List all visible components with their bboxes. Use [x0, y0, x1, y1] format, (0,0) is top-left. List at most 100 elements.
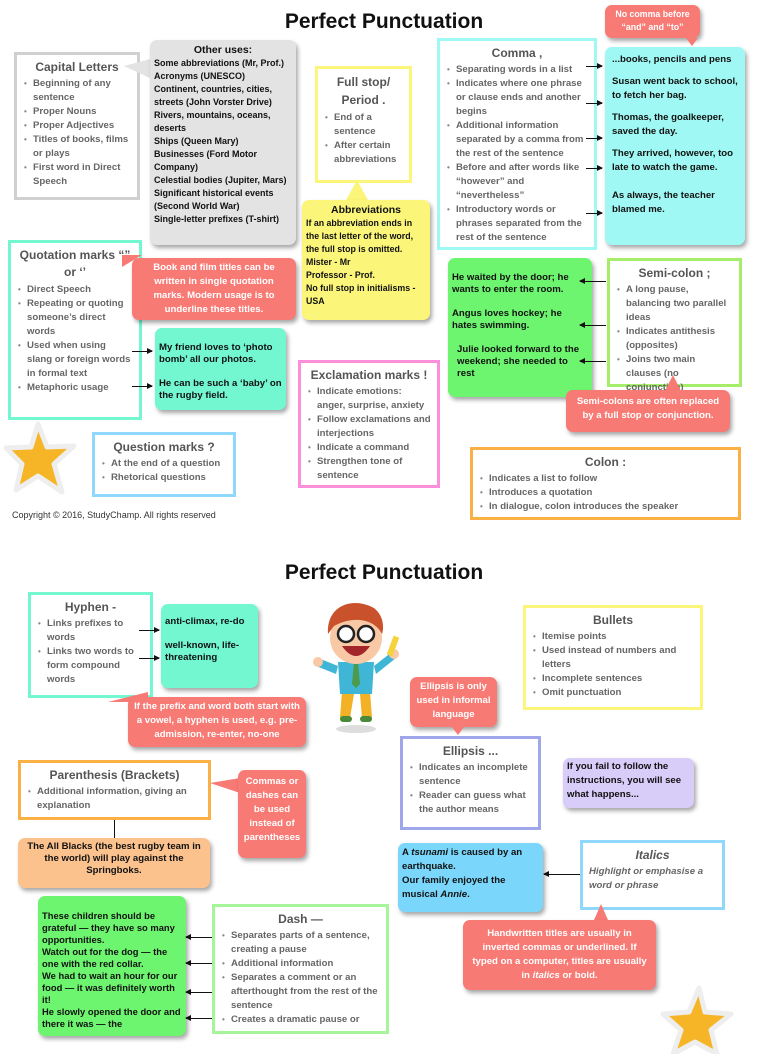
star-icon	[660, 985, 734, 1054]
text-line: If an abbreviation ends in the last lett…	[306, 218, 414, 254]
box-title: Ellipsis ...	[442, 744, 499, 758]
callout-pointer	[210, 778, 240, 793]
example-text: A	[402, 847, 412, 858]
box-title: Exclamation marks !	[310, 368, 428, 382]
arrow-icon	[185, 989, 212, 995]
semicolon-note: Semi-colons are often replaced by a full…	[566, 390, 730, 432]
list-item: Indicates antithesis (opposites)	[616, 325, 733, 353]
list-item: Indicates where one phrase or clause end…	[446, 77, 588, 119]
list-item: Indicate emotions: anger, surprise, anxi…	[307, 385, 431, 413]
list-item: Links two words to form compound words	[37, 645, 144, 687]
other-uses-callout: Other uses: Some abbreviations (Mr, Prof…	[150, 40, 296, 245]
note-text: italics	[532, 970, 560, 981]
example-text: anti-climax, re-do	[165, 616, 245, 627]
box-title: Comma ,	[491, 46, 543, 60]
example-text: well-known, life-threatening	[165, 640, 240, 663]
text-line: Ships (Queen Mary)	[154, 136, 239, 146]
list-item: Beginning of any sentence	[23, 77, 131, 105]
arrow-icon	[586, 63, 603, 69]
list-item: After certain abbreviations	[324, 139, 403, 167]
box-title: Colon :	[584, 455, 627, 469]
ellipsis-box: Ellipsis ... Indicates an incomplete sen…	[400, 736, 541, 830]
list-item: Links prefixes to words	[37, 617, 144, 645]
list-item: Itemise points	[532, 630, 694, 644]
list-item: Used instead of numbers and letters	[532, 644, 694, 672]
example-text: Angus loves hockey; he hates swimming.	[452, 308, 562, 331]
italics-note: Handwritten titles are usually in invert…	[463, 920, 656, 990]
example-text: ...books, pencils and pens	[612, 54, 732, 65]
text-line: Celestial bodies (Jupiter, Mars)	[154, 175, 287, 185]
box-title: Bullets	[592, 613, 633, 627]
example-text: Watch out for the dog — the one with the…	[42, 946, 168, 969]
callout-pointer	[665, 375, 681, 391]
colon-box: Colon : Indicates a list to followIntrod…	[470, 447, 741, 520]
page-title: Perfect Punctuation	[284, 561, 484, 584]
arrow-icon	[114, 820, 115, 838]
list-item: Direct Speech	[17, 283, 133, 297]
box-description: Highlight or emphasise a word or phrase	[589, 866, 704, 891]
text-line: Acronyms (UNESCO)	[154, 71, 246, 81]
exclamation-marks-box: Exclamation marks ! Indicate emotions: a…	[298, 360, 440, 488]
box-title: Semi-colon ;	[638, 266, 711, 280]
example-text: .	[467, 889, 470, 900]
no-comma-note: No comma before “and” and “to”	[605, 5, 700, 38]
quotation-examples: My friend loves to ‘photo bomb’ all our …	[155, 328, 286, 410]
list-item: Additional information	[221, 957, 380, 971]
box-title: Quotation marks “” or ‘’	[19, 248, 131, 279]
list-item: Follow exclamations and interjections	[307, 413, 431, 441]
text-line: Mister - Mr	[306, 257, 351, 267]
italics-example: A tsunami is caused by an earthquake. Ou…	[398, 843, 543, 912]
list-item: Titles of books, films or plays	[23, 133, 131, 161]
example-text: These children should be grateful — they…	[42, 910, 175, 945]
arrow-icon	[139, 655, 160, 661]
list-item: Indicates an incomplete sentence	[409, 761, 532, 789]
list-item: Rhetorical questions	[101, 471, 227, 485]
arrow-icon	[132, 348, 153, 354]
comma-box: Comma , Separating words in a listIndica…	[437, 38, 597, 250]
list-item: Additional information, giving an explan…	[27, 785, 202, 813]
list-item: First word in Direct Speech	[23, 161, 131, 189]
example-text: Annie	[440, 889, 468, 900]
semicolon-box: Semi-colon ; A long pause, balancing two…	[607, 258, 742, 393]
italics-box: Italics Highlight or emphasise a word or…	[580, 840, 725, 910]
example-text: Our family enjoyed the musical	[402, 875, 506, 900]
list-item: Reader can guess what the author means	[409, 789, 532, 817]
arrow-icon	[586, 165, 603, 171]
text-line: Some abbreviations (Mr, Prof.)	[154, 58, 285, 68]
arrow-icon	[185, 934, 212, 940]
hyphen-examples: anti-climax, re-do well-known, life-threa…	[161, 604, 258, 688]
callout-pointer	[594, 904, 608, 920]
list-item: Used when using slang or foreign words i…	[17, 339, 133, 381]
list-item: In dialogue, colon introduces the speake…	[479, 500, 732, 514]
box-title: Dash —	[278, 912, 323, 926]
semicolon-examples: He waited by the door; he wants to enter…	[448, 258, 592, 397]
page-title: Perfect Punctuation	[284, 10, 484, 33]
example-text: is caused by an earthquake.	[402, 847, 523, 872]
arrow-icon	[586, 100, 603, 106]
box-title: Question marks ?	[113, 440, 215, 454]
ellipsis-note: Ellipsis is only used in informal langua…	[410, 677, 497, 727]
list-item: Introduces a quotation	[479, 486, 732, 500]
full-stop-box: Full stop/ Period . End of a sentenceAft…	[315, 66, 412, 183]
box-title: Full stop/ Period .	[336, 75, 391, 107]
list-item: Repeating or quoting someone’s direct wo…	[17, 297, 133, 339]
list-item: Introductory words or phrases separated …	[446, 203, 588, 245]
copyright: Copyright © 2016, StudyChamp. All rights…	[12, 510, 216, 520]
list-item: Joins two main clauses (no conjunction)	[616, 353, 733, 395]
arrow-icon	[586, 210, 603, 216]
parenthesis-box: Parenthesis (Brackets) Additional inform…	[18, 760, 211, 820]
text-line: Continent, countries, cities, streets (J…	[154, 84, 273, 107]
hyphen-box: Hyphen - Links prefixes to wordsLinks tw…	[28, 592, 153, 698]
abbreviations-callout: Abbreviations If an abbreviation ends in…	[302, 200, 430, 320]
box-title: Capital Letters	[35, 60, 119, 74]
arrow-icon	[579, 322, 606, 328]
list-item: Omit punctuation	[532, 686, 694, 700]
list-item: Separates parts of a sentence, creating …	[221, 929, 380, 957]
arrow-icon	[579, 358, 606, 364]
callout-title: Other uses:	[193, 44, 253, 56]
arrow-icon	[543, 871, 580, 877]
example-text: Thomas, the goalkeeper, saved the day.	[612, 112, 724, 137]
text-line: Single-letter prefixes (T-shirt)	[154, 214, 280, 224]
example-text: My friend loves to ‘photo bomb’ all our …	[159, 342, 273, 365]
